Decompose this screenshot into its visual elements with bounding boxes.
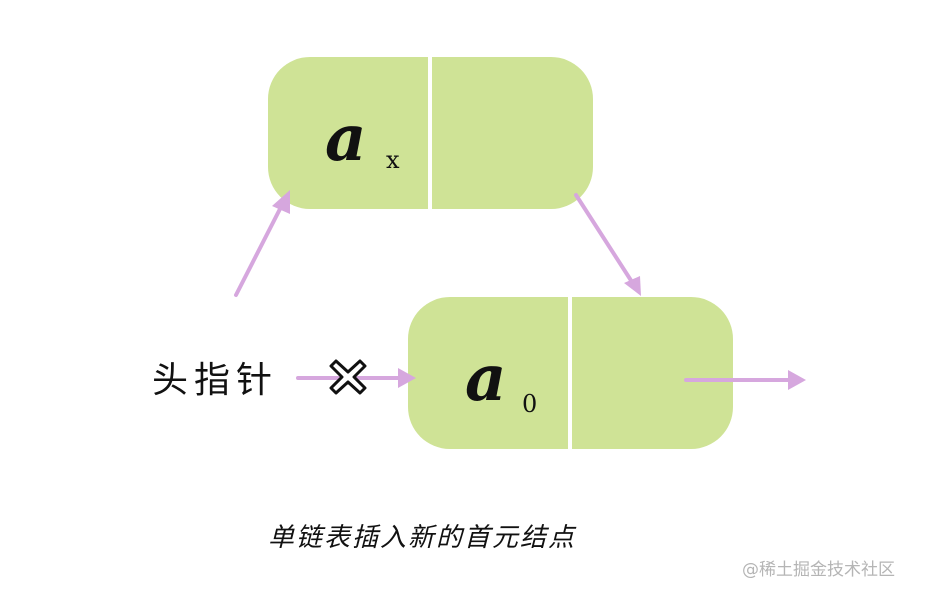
arrow-new-to-first (574, 193, 641, 296)
arrow-head-to-new (234, 190, 290, 297)
node-first-subscript: 0 (522, 390, 537, 418)
node-new-letter: a (325, 101, 366, 176)
node-new: a x (268, 57, 593, 209)
head-pointer-label: 头指针 (152, 360, 278, 401)
watermark: @稀土掘金技术社区 (742, 560, 895, 580)
node-first-letter: a (465, 341, 506, 416)
cross-icon (329, 359, 367, 395)
node-new-subscript: x (386, 146, 400, 174)
node-first: a 0 (408, 297, 733, 449)
diagram-caption: 单链表插入新的首元结点 (268, 523, 577, 553)
arrow-first-to-next (684, 370, 806, 390)
